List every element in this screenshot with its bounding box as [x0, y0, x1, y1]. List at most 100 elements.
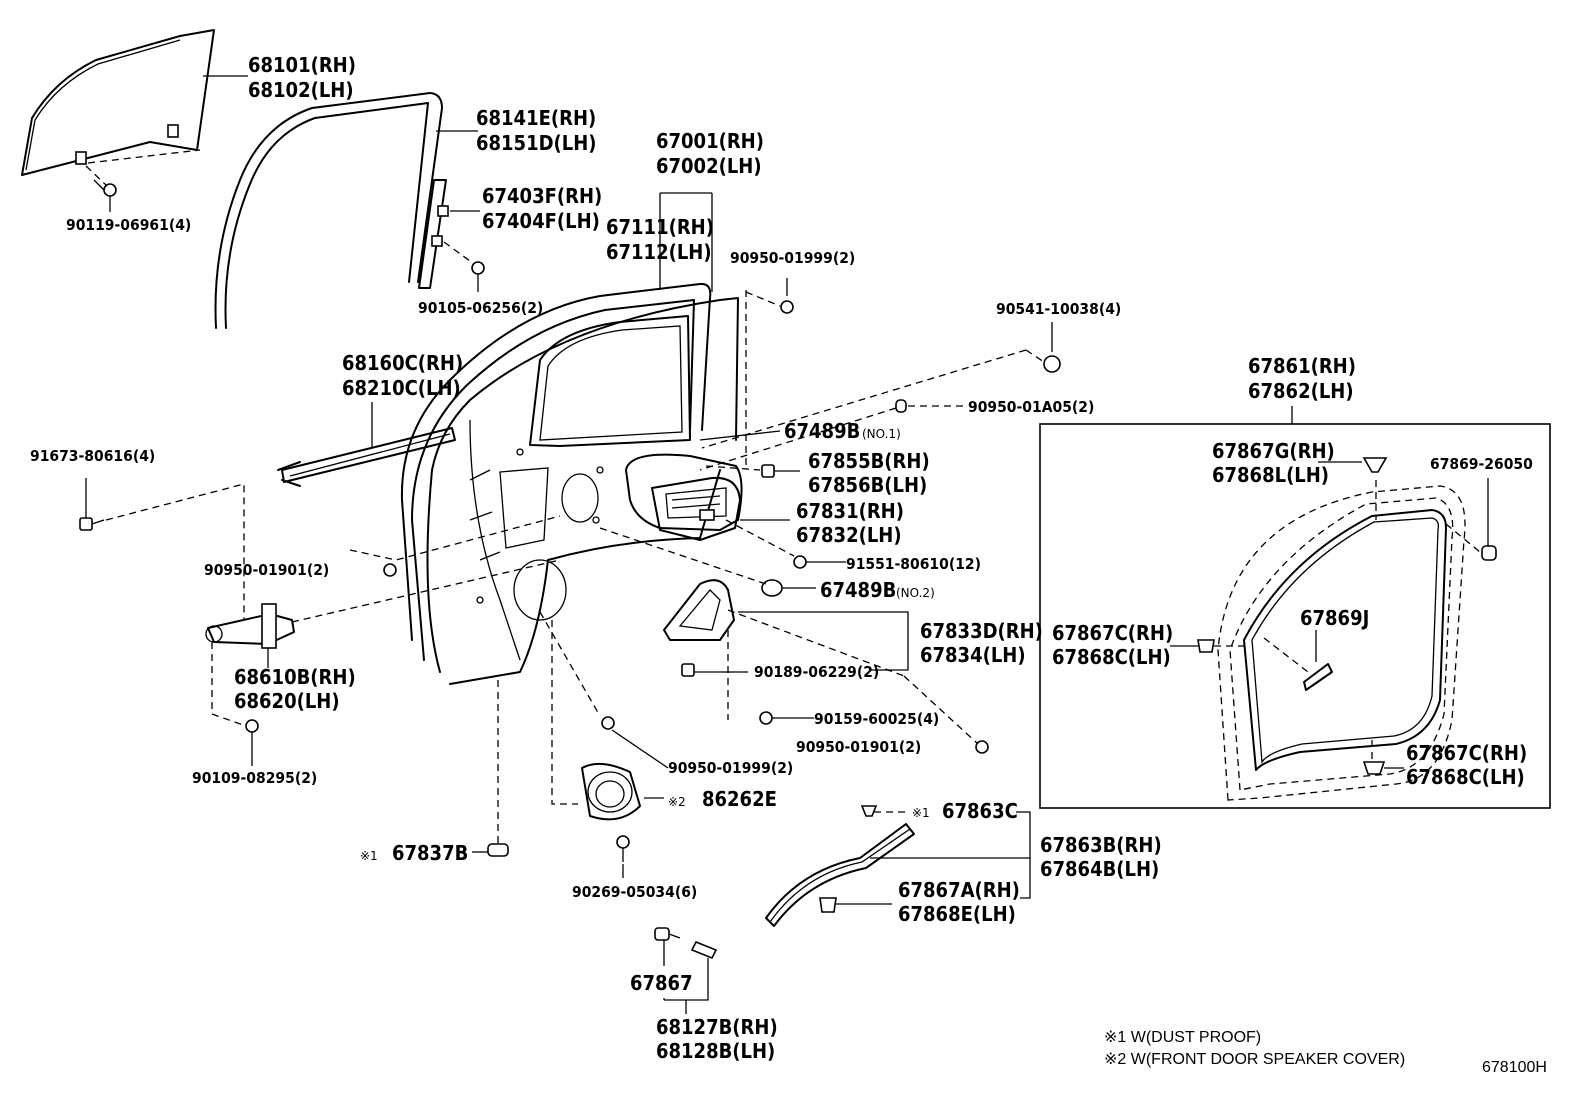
- label-67868C-b: 67868C(LH): [1406, 765, 1525, 789]
- label-68127B: 68127B(RH): [656, 1015, 778, 1039]
- clip-90950-01901a: [383, 563, 397, 577]
- clip-67863C: [860, 805, 878, 817]
- label-67489B-1-note: (NO.1): [862, 427, 901, 441]
- label-68620: 68620(LH): [234, 689, 340, 713]
- clip-90950a: [780, 300, 794, 314]
- division-bar-drawing: [418, 179, 449, 289]
- belt-moulding-drawing: [277, 427, 456, 487]
- cap-68127B: [690, 940, 718, 960]
- footnote-2: ※2 W(FRONT DOOR SPEAKER COVER): [1104, 1051, 1405, 1068]
- label-90950-01999b: 90950-01999(2): [668, 759, 793, 777]
- label-67867A: 67867A(RH): [898, 878, 1020, 902]
- leader-91551-b: [725, 519, 795, 557]
- label-67867C-a: 67867C(RH): [1052, 621, 1173, 645]
- label-67489B-1: 67489B: [784, 419, 860, 443]
- leader-67833D-dash: [727, 609, 905, 677]
- label-67864B: 67864B(LH): [1040, 857, 1159, 881]
- label-67869J: 67869J: [1300, 606, 1369, 630]
- label-67861: 67861(RH): [1248, 354, 1356, 378]
- leader-91673-b: [105, 483, 245, 620]
- leader-67489B2-b: [599, 527, 767, 585]
- label-67869-26050: 67869-26050: [1430, 455, 1533, 473]
- leader-90541-c: [1025, 349, 1045, 363]
- label-67111: 67111(RH): [606, 215, 714, 239]
- label-90189: 90189-06229(2): [754, 663, 879, 681]
- inside-handle-drawing: [663, 579, 735, 641]
- clip-67867G: [1362, 457, 1388, 473]
- label-68101: 68101(RH): [248, 53, 356, 77]
- screw-90269: [616, 835, 630, 862]
- door-panel-drawing: [400, 282, 739, 685]
- label-68141E: 68141E(RH): [476, 106, 596, 130]
- bolt-90109: [245, 719, 259, 733]
- label-67867G: 67867G(RH): [1212, 439, 1335, 463]
- clip-67867: [654, 927, 681, 941]
- label-90950-01999a: 90950-01999(2): [730, 249, 855, 267]
- label-67867: 67867: [630, 971, 693, 995]
- leader-90950-01901b: [903, 675, 979, 745]
- leader-67855B-b: [705, 465, 761, 471]
- label-90950-01A05: 90950-01A05(2): [968, 398, 1094, 416]
- seal-67837B: [487, 843, 509, 857]
- clip-90541: [1043, 355, 1061, 373]
- label-86262E: 86262E: [702, 787, 777, 811]
- label-67863C: 67863C: [942, 799, 1018, 823]
- bracket-68127B: [663, 940, 709, 1014]
- screw-90189: [681, 663, 695, 677]
- leader-90950a: [745, 291, 781, 307]
- door-weatherstrip-drawing: [1217, 485, 1466, 801]
- label-68210C: 68210C(LH): [342, 376, 461, 400]
- clip-67867C-a: [1197, 639, 1215, 653]
- run-channel-drawing: [214, 92, 443, 329]
- leader-90950-01999b-dash: [539, 611, 601, 717]
- label-67837B: 67837B: [392, 841, 468, 865]
- label-67868C-a: 67868C(LH): [1052, 645, 1171, 669]
- bracket-67001: [659, 192, 713, 292]
- bolt-90119: [93, 179, 117, 197]
- inside-handle-frame-drawing: [625, 453, 743, 541]
- label-67001: 67001(RH): [656, 129, 764, 153]
- leader-68610B: [291, 559, 561, 623]
- clip-67867A: [819, 897, 837, 913]
- label-67002: 67002(LH): [656, 154, 762, 178]
- label-90541: 90541-10038(4): [996, 300, 1121, 318]
- clip-67869-26050: [1481, 545, 1497, 561]
- label-90159: 90159-60025(4): [814, 710, 939, 728]
- leader-86262E-dash: [551, 620, 578, 805]
- label-67489B-2-note: (NO.2): [896, 586, 935, 600]
- leader-90950-01999b: [611, 729, 669, 769]
- clip-90950-01999b: [601, 716, 615, 730]
- label-90109: 90109-08295(2): [192, 769, 317, 787]
- door-check-drawing: [205, 603, 295, 649]
- screw-90159: [759, 711, 773, 725]
- label-67489B-2: 67489B: [820, 578, 896, 602]
- label-67862: 67862(LH): [1248, 379, 1354, 403]
- leader-90541-b: [701, 349, 1027, 449]
- label-68102: 68102(LH): [248, 78, 354, 102]
- label-90269: 90269-05034(6): [572, 883, 697, 901]
- label-67112: 67112(LH): [606, 240, 712, 264]
- plug-67489B2: [761, 579, 783, 597]
- label-67868E: 67868E(LH): [898, 902, 1016, 926]
- bracket-67863B: [870, 811, 1031, 899]
- screw-91551: [793, 555, 807, 569]
- label-67404F: 67404F(LH): [482, 209, 600, 233]
- label-67856B: 67856B(LH): [808, 473, 927, 497]
- label-67834: 67834(LH): [920, 643, 1026, 667]
- label-67403F: 67403F(RH): [482, 184, 602, 208]
- leader-67869-26050b: [1445, 523, 1481, 553]
- leader-90105: [443, 241, 475, 265]
- leader-90950-01901a: [349, 515, 561, 561]
- footnote-1: ※1 W(DUST PROOF): [1104, 1029, 1261, 1046]
- label-86262E-mark: ※2: [668, 795, 686, 809]
- weatherstrip-67863-drawing: [765, 823, 915, 927]
- clip-90950-01A05: [895, 399, 907, 413]
- label-67855B: 67855B(RH): [808, 449, 930, 473]
- label-67863B: 67863B(RH): [1040, 833, 1162, 857]
- label-67867C-b: 67867C(RH): [1406, 741, 1527, 765]
- leader-90109: [211, 642, 247, 727]
- label-68610B: 68610B(RH): [234, 665, 356, 689]
- leader-67869J-b: [1263, 637, 1309, 673]
- bracket-67833D: [738, 611, 909, 671]
